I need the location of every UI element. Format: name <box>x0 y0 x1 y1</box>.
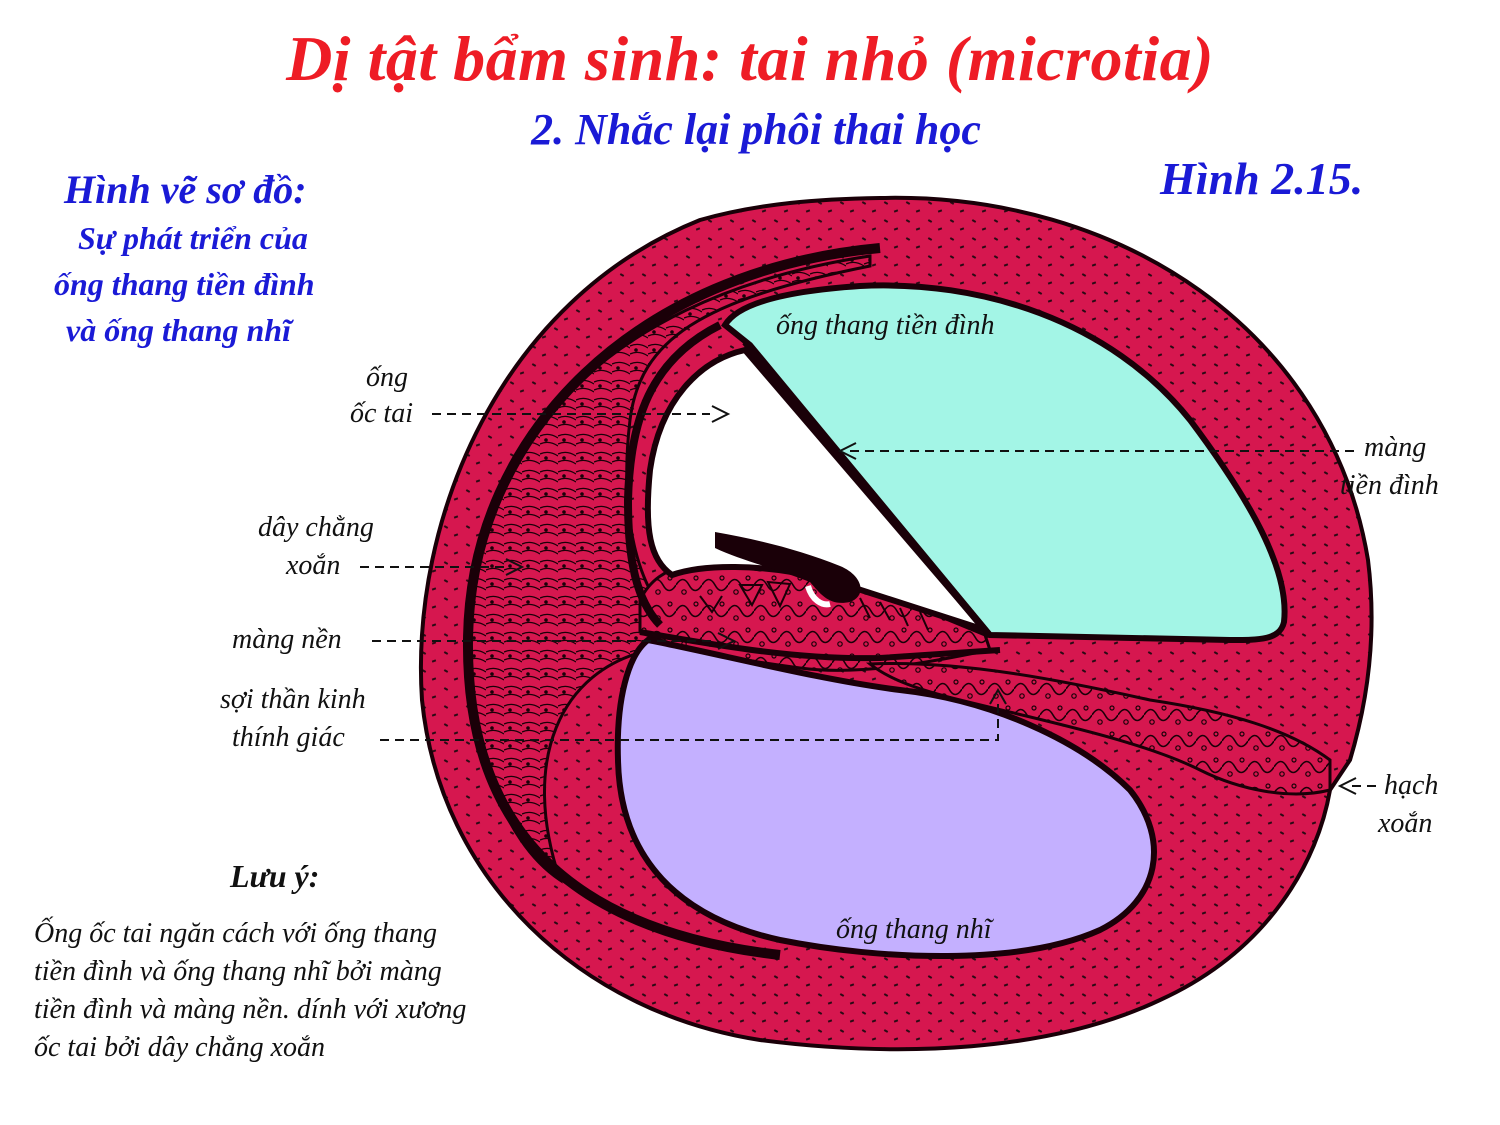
figure-number: Hình 2.15. <box>1160 153 1364 204</box>
description-line: Sự phát triển của <box>78 220 308 256</box>
vestibular-membrane <box>742 339 993 639</box>
note-line: ốc tai bởi dây chằng xoắn <box>34 1032 325 1063</box>
note-line: Ống ốc tai ngăn cách với ống thang <box>34 918 437 949</box>
basilar-membrane <box>639 629 1001 662</box>
spiral-lamina-line <box>623 321 722 628</box>
arrow-heads <box>505 405 1357 795</box>
label-spiral-ligament: xoắn <box>286 550 341 581</box>
note-heading: Lưu ý: <box>230 858 320 894</box>
label-spiral-ganglion: hạch <box>1384 770 1439 801</box>
scala-vestibuli <box>721 282 1288 644</box>
arrow-head <box>837 442 857 460</box>
description-line: và ống thang nhĩ <box>66 312 291 348</box>
page-subtitle: 2. Nhắc lại phôi thai học <box>531 105 981 154</box>
label-vestibular-membrane: tiền đình <box>1340 470 1439 501</box>
page-title: Dị tật bẩm sinh: tai nhỏ (microtia) <box>286 23 1214 94</box>
label-cochlear-duct: ốc tai <box>350 398 413 429</box>
inner-wall-line <box>462 243 881 960</box>
pointer-lines <box>360 413 1378 787</box>
label-spiral-ganglion: xoắn <box>1378 808 1433 839</box>
label-basilar-membrane: màng nền <box>232 624 342 655</box>
cochlear-duct <box>644 346 995 637</box>
label-spiral-ligament: dây chằng <box>258 512 374 543</box>
scala-tympani <box>614 636 1157 960</box>
arrow-head <box>711 405 731 423</box>
description-line: ống thang tiền đình <box>54 266 315 302</box>
label-auditory-nerve: sợi thần kinh <box>220 684 366 715</box>
note-line: tiền đình và màng nền. dính với xương <box>34 994 467 1025</box>
label-scala-vestibuli: ống thang tiền đình <box>776 310 995 341</box>
label-auditory-nerve: thính giác <box>232 722 345 753</box>
note-line: tiền đình và ống thang nhĩ bởi màng <box>34 956 442 987</box>
arrow-head <box>717 632 737 650</box>
label-scala-tympani: ống thang nhĩ <box>836 914 992 945</box>
spiral-ganglion <box>865 662 1332 796</box>
arrow-head <box>989 687 1007 705</box>
hair-cells <box>699 580 929 631</box>
description-heading: Hình vẽ sơ đồ: <box>64 167 307 212</box>
label-cochlear-duct: ống <box>366 362 408 393</box>
label-vestibular-membrane: màng <box>1364 432 1427 463</box>
arrow-head <box>1337 777 1357 795</box>
arrow-head <box>505 558 525 576</box>
tectorial-membrane <box>715 532 861 603</box>
